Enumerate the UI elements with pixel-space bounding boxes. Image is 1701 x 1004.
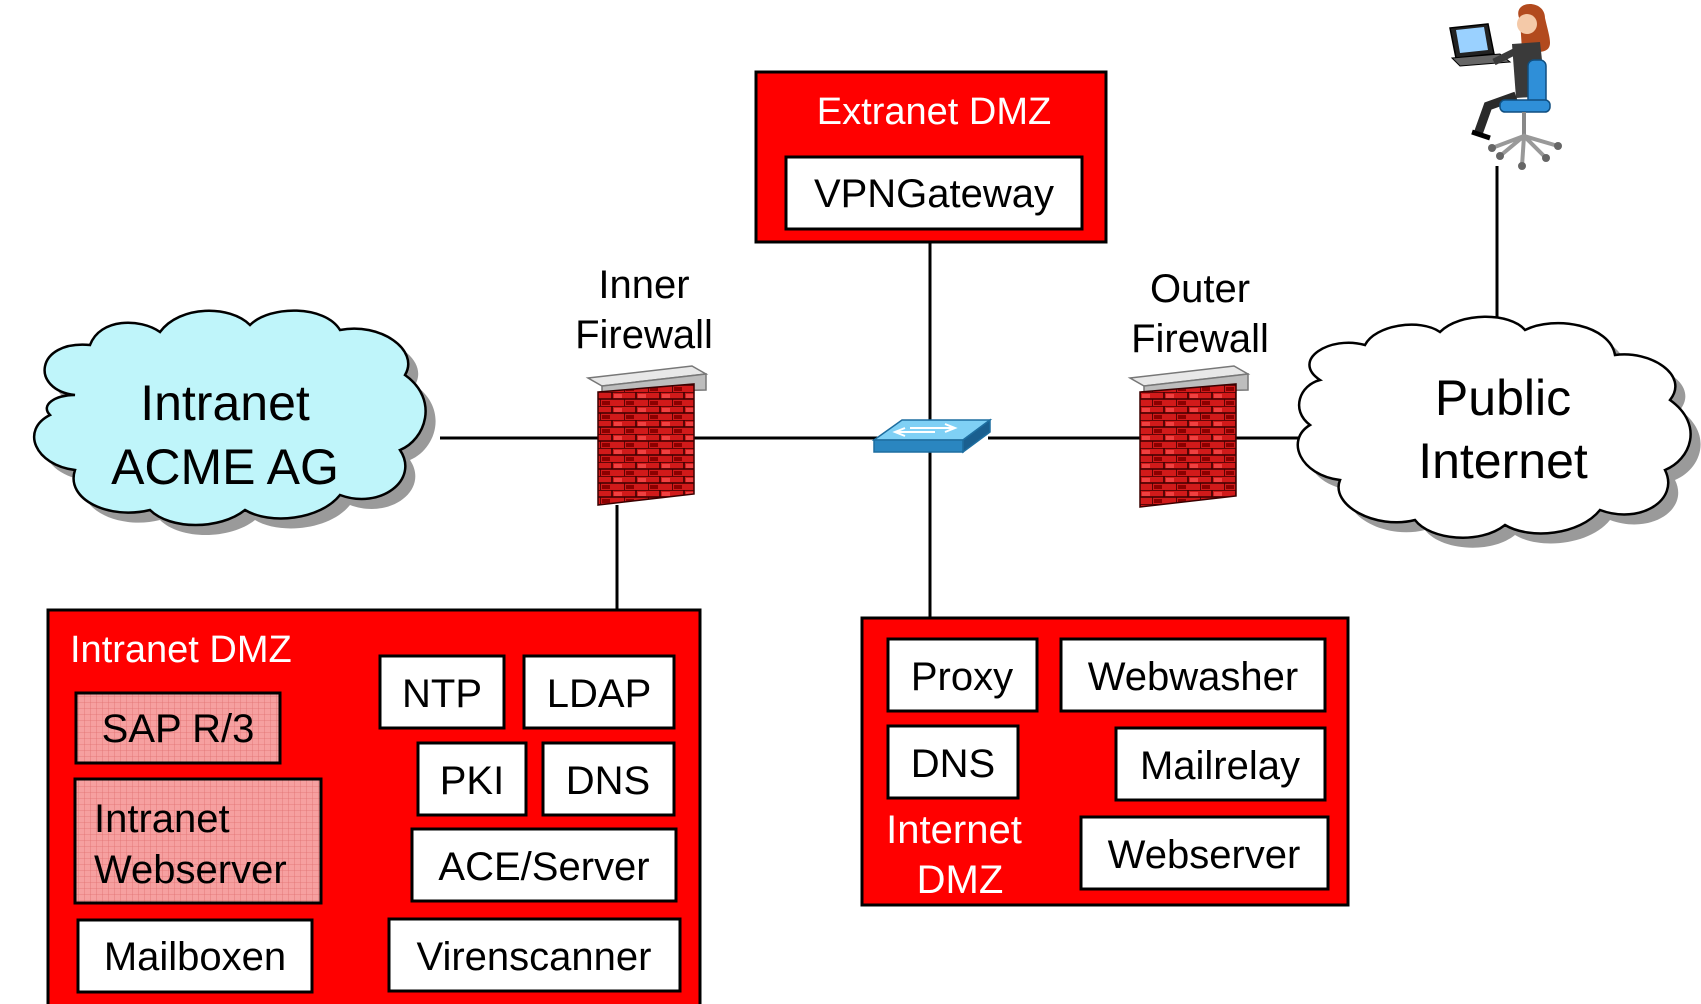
pki-label: PKI — [440, 759, 504, 803]
dns-label-intranet: DNS — [566, 759, 650, 803]
ldap-label: LDAP — [547, 672, 652, 716]
intranet-webserver-label-1: Intranet — [94, 797, 230, 841]
ntp-box — [378, 654, 506, 730]
pki-box — [416, 741, 528, 817]
mailboxen-label: Mailboxen — [104, 935, 286, 979]
outer-firewall: Outer Firewall — [1127, 267, 1269, 508]
internet-cloud: Public Internet — [1296, 315, 1701, 548]
ace-server-label: ACE/Server — [438, 845, 649, 889]
vpngateway-label: VPNGateway — [814, 172, 1054, 216]
connections — [440, 166, 1499, 618]
ntp-label: NTP — [402, 672, 482, 716]
user-laptop-icon — [1449, 3, 1562, 170]
ldap-box — [522, 654, 676, 730]
vpngateway-box — [784, 155, 1084, 231]
brick-firewall-icon — [1127, 365, 1251, 508]
virenscanner-label: Virenscanner — [417, 935, 652, 979]
webwasher-label: Webwasher — [1088, 655, 1298, 699]
mailboxen-box — [76, 918, 314, 994]
internet-dmz-title-2: DMZ — [917, 858, 1004, 902]
inner-firewall-label-2: Firewall — [575, 313, 713, 357]
intranet-cloud-label-1: Intranet — [140, 375, 310, 431]
switch-icon — [871, 418, 993, 454]
internet-cloud-label-1: Public — [1435, 370, 1571, 426]
proxy-box — [886, 637, 1039, 713]
sap-r3-box — [74, 691, 282, 765]
virenscanner-box — [387, 917, 682, 993]
intranet-dmz-title: Intranet DMZ — [70, 629, 292, 671]
webserver-label-internet: Webserver — [1108, 833, 1301, 877]
mailrelay-label: Mailrelay — [1140, 744, 1300, 788]
intranet-cloud: Intranet ACME AG — [32, 309, 436, 535]
dns-box-internet — [886, 724, 1020, 800]
mailrelay-box — [1114, 726, 1327, 802]
intranet-cloud-label-2: ACME AG — [111, 439, 339, 495]
intranet-webserver-box — [73, 777, 323, 905]
ace-server-box — [410, 827, 678, 903]
inner-firewall-label-1: Inner — [598, 263, 689, 307]
proxy-label: Proxy — [911, 655, 1013, 699]
outer-firewall-label-1: Outer — [1150, 267, 1250, 311]
brick-firewall-icon — [585, 365, 709, 506]
internet-cloud-shape — [1296, 315, 1692, 539]
inner-firewall: Inner Firewall — [575, 263, 713, 506]
intranet-webserver-label-2: Webserver — [94, 848, 287, 892]
outer-firewall-label-2: Firewall — [1131, 317, 1269, 361]
internet-cloud-label-2: Internet — [1418, 433, 1588, 489]
sap-r3-label: SAP R/3 — [102, 707, 255, 751]
intranet-cloud-shape — [32, 309, 427, 527]
internet-dmz: Proxy Webwasher DNS Mailrelay Webserver … — [860, 616, 1350, 907]
dns-box-intranet — [541, 741, 676, 817]
extranet-dmz-title: Extranet DMZ — [817, 91, 1051, 133]
intranet-dmz: Intranet DMZ SAP R/3 Intranet Webserver … — [46, 608, 702, 1004]
dns-label-internet: DNS — [911, 742, 995, 786]
internet-dmz-title-1: Internet — [886, 808, 1022, 852]
extranet-dmz: Extranet DMZ VPNGateway — [754, 70, 1108, 244]
webserver-box-internet — [1079, 815, 1330, 891]
webwasher-box — [1059, 637, 1327, 713]
